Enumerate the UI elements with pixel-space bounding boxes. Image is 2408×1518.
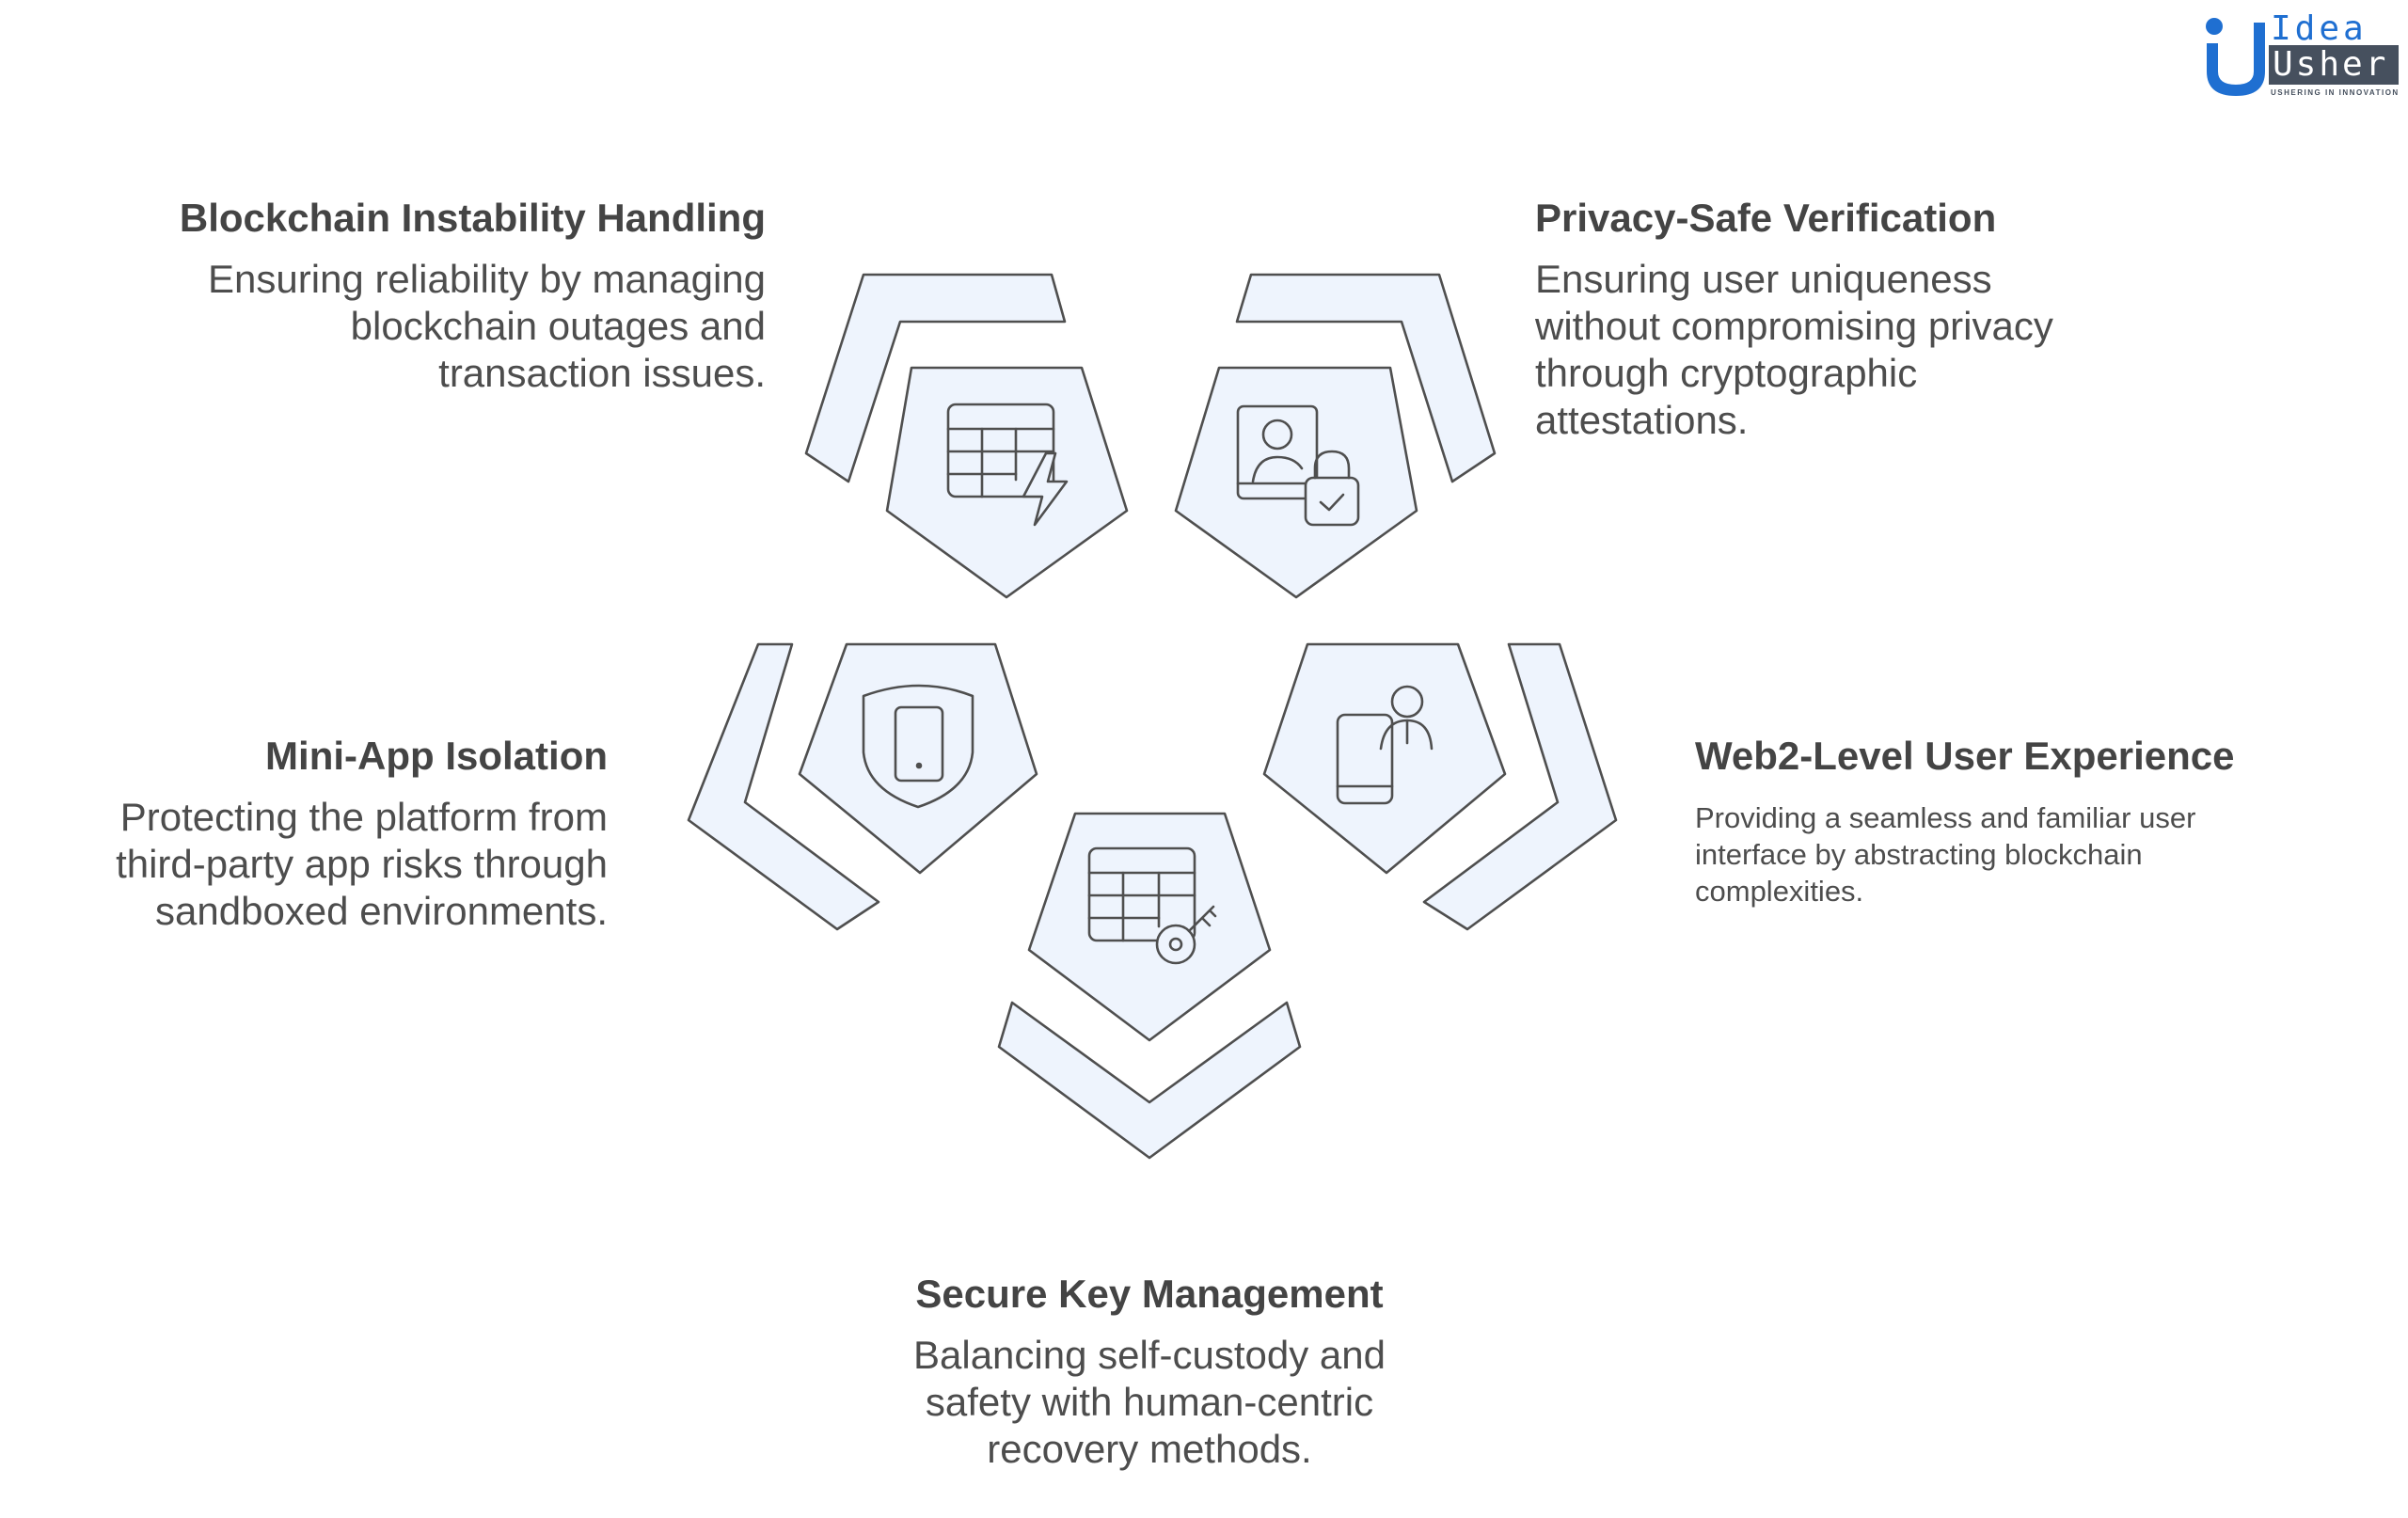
pentagon-blockchain-instability <box>885 366 1129 599</box>
item-description: Providing a seamless and familiar user i… <box>1695 801 2196 908</box>
shield-phone-icon <box>862 684 974 809</box>
item-description: Protecting the platform from third-party… <box>116 795 608 933</box>
chevron-web2-experience <box>1422 642 1618 931</box>
pentagon-web2-experience <box>1262 642 1507 875</box>
brand-name-top: Idea <box>2271 9 2368 48</box>
brand-u-mark-icon <box>2206 18 2265 96</box>
table-key-icon <box>1087 846 1217 965</box>
brand-logo: Idea Usher USHERING IN INNOVATION <box>2203 9 2400 97</box>
chevron-blockchain-instability <box>804 273 1067 483</box>
label-mini-app-isolation: Mini-App Isolation Protecting the platfo… <box>94 732 608 935</box>
brand-tagline: USHERING IN INNOVATION <box>2271 88 2400 97</box>
item-description: Ensuring reliability by managing blockch… <box>208 257 766 395</box>
segment-mini-app-isolation <box>687 642 1038 931</box>
id-card-lock-icon <box>1236 404 1360 527</box>
item-description: Ensuring user uniqueness without comprom… <box>1535 257 2053 442</box>
item-title: Mini-App Isolation <box>265 734 608 778</box>
item-title: Secure Key Management <box>915 1272 1384 1316</box>
chevron-privacy-verification <box>1235 273 1497 483</box>
segment-web2-experience <box>1262 642 1618 931</box>
item-title: Web2-Level User Experience <box>1695 734 2235 778</box>
phone-user-icon <box>1336 685 1434 805</box>
item-description: Balancing self-custody and safety with h… <box>913 1333 1386 1471</box>
brand-name-bottom: Usher <box>2269 45 2399 85</box>
item-title: Privacy-Safe Verification <box>1535 196 1997 240</box>
segment-blockchain-instability <box>804 273 1129 599</box>
segment-secure-key-management <box>997 812 1302 1160</box>
table-lightning-icon <box>946 403 1069 527</box>
segment-privacy-verification <box>1174 273 1497 599</box>
chevron-secure-key-management <box>997 1001 1302 1160</box>
label-web2-experience: Web2-Level User Experience Providing a s… <box>1695 732 2235 909</box>
chevron-mini-app-isolation <box>687 642 880 931</box>
item-title: Blockchain Instability Handling <box>179 196 766 240</box>
label-secure-key-management: Secure Key Management Balancing self-cus… <box>886 1270 1413 1473</box>
pentagon-mini-app-isolation <box>798 642 1038 875</box>
label-blockchain-instability: Blockchain Instability Handling Ensuring… <box>160 194 766 397</box>
label-privacy-verification: Privacy-Safe Verification Ensuring user … <box>1535 194 2099 444</box>
